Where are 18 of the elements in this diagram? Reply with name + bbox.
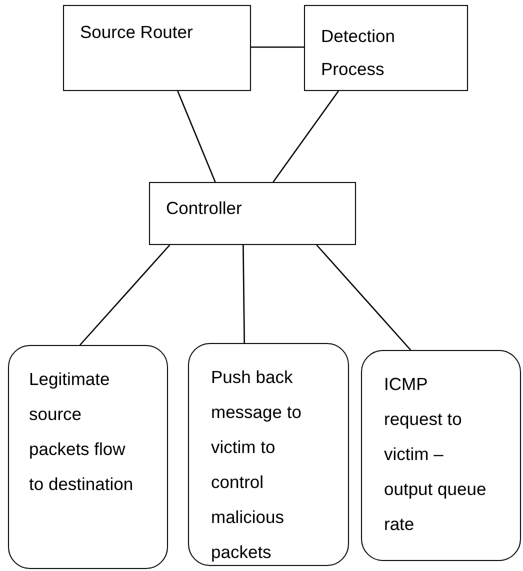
rounded-box (361, 350, 521, 561)
connector-line (316, 244, 412, 350)
node-text: Controller (166, 197, 243, 220)
connector-line (251, 46, 304, 48)
process-box (304, 5, 468, 91)
node-text: Legitimate source packets flow to destination (29, 368, 134, 496)
node-text: Push back message to victim to control malicious packets (211, 366, 302, 564)
connector-line (80, 244, 170, 346)
process-box (149, 182, 356, 245)
node-text: Detection Process (321, 25, 396, 81)
rounded-box (8, 345, 168, 569)
connector-line (272, 90, 339, 182)
process-box (63, 5, 251, 91)
connector-line (177, 90, 216, 182)
node-text: Source Router (80, 21, 194, 44)
node-text: ICMP request to victim – output queue rate (384, 373, 488, 536)
rounded-box (188, 343, 349, 566)
connector-line (242, 245, 245, 343)
